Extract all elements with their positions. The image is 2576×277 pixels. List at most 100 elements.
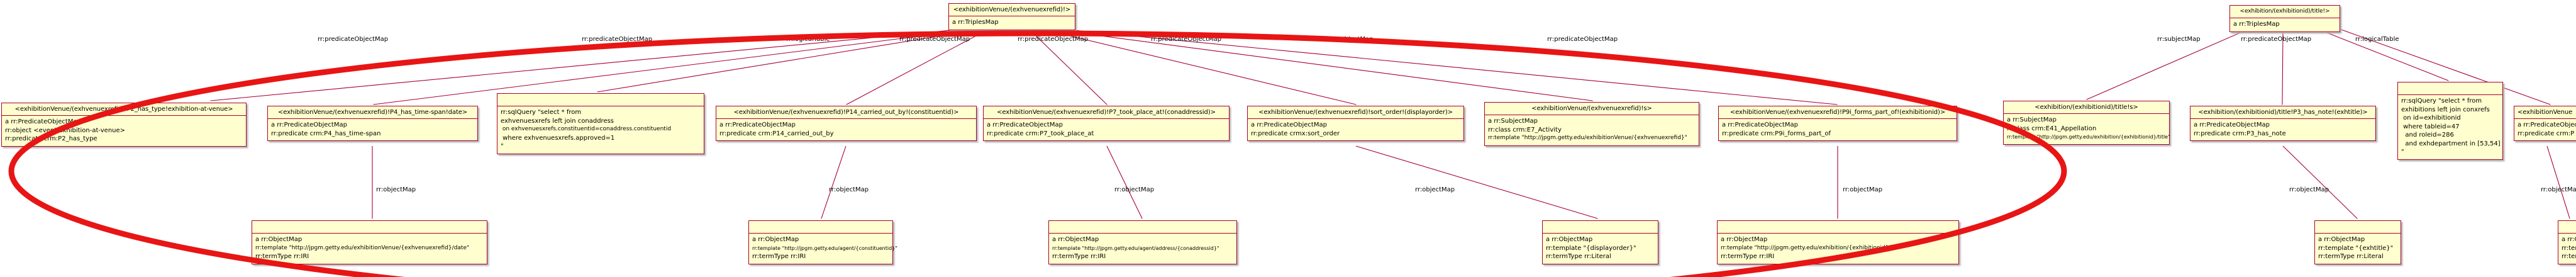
node-title: <exhibitionVenue/(exhvenuexrefid)!P14_ca… (716, 106, 976, 119)
edge-objectmap-address (1106, 145, 1142, 218)
node-line: rr:template "{exhtitle}" (2318, 244, 2394, 252)
edge-label-objectmap: rr:objectMap (2541, 186, 2576, 193)
edge-objectmap-exhtitle (2282, 145, 2357, 218)
node-line: rr:termType rr:Literal (2318, 253, 2384, 260)
node-line: rr:template "http://jpgm.getty.edu/exhib… (2007, 134, 2170, 140)
edge-label-objectmap: rr:objectMap (829, 186, 869, 193)
node-line: rr:termType rr:IRI (1721, 253, 1775, 260)
edge-label-objectmap: rr:objectMap (376, 186, 416, 193)
node-line: a rr:ObjectMap (1546, 236, 1593, 243)
edge-label-predicateobjectmap: rr:predicateObjectMap (1018, 36, 1089, 43)
edge-label-logicaltable: rr:logicalTable (2355, 36, 2399, 43)
node-objectmap-exhibition: a rr:ObjectMap rr:template "http://jpgm.… (1717, 220, 1959, 264)
node-line: a rr:PredicateObjectMap (271, 122, 347, 128)
node-line: " (2401, 149, 2404, 155)
node-line: a rr:TriplesMap (2233, 21, 2280, 28)
node-line: exhibitions left join conxrefs (2401, 106, 2490, 113)
node-title (2315, 221, 2401, 234)
node-line: rr:template "http://jpgm.getty.edu/exhib… (255, 244, 470, 251)
edge-label-subjectmap: rr:subjectMap (2157, 36, 2201, 43)
edge-label-subjectmap: rr:subjectMap (1330, 36, 1374, 43)
node-line: rr:predicate crm:P3_has_note (2194, 130, 2286, 137)
node-title (2558, 221, 2576, 234)
node-line: a rr:SubjectMap (2007, 116, 2057, 123)
node-line: a rr:TriplesMap (952, 19, 999, 26)
node-line: a rr:PredicateObjectMap (2194, 122, 2270, 128)
edge-label-predicateobjectmap: rr:predicateObjectMap (582, 36, 653, 43)
node-title (497, 94, 704, 106)
node-line: rr:termType rr:IRI (255, 253, 309, 260)
node-objectmap-agent: a rr:ObjectMap rr:template "http://jpgm.… (748, 220, 897, 264)
node-pom-p3-has-note: <exhibition/(exhibitionid)/title!P3_has_… (2190, 106, 2376, 141)
edge-label-logicaltable: rr:logicalTable (786, 36, 830, 43)
node-line: rr:template "http://jpgm.getty.edu/exhib… (1488, 135, 1687, 141)
node-line: and exhdepartment in [53,54] (2401, 140, 2501, 147)
node-line: " (501, 143, 504, 150)
edge-label-predicateobjectmap: rr:predicateObjectMap (1151, 36, 1222, 43)
node-title: <exhibition/(exhibitionid)/title!s> (2004, 101, 2169, 114)
node-title: <exhibitionVenue/(exhvenuexrefid)!sort_o… (1248, 106, 1463, 119)
edge-objectmap-agent (821, 145, 847, 218)
node-line: a rr:ObjectMap (255, 236, 303, 243)
node-objectmap-exhtitle: a rr:ObjectMap rr:template "{exhtitle}" … (2314, 220, 2401, 264)
node-pom-p9i-forms-part-of: <exhibitionVenue/(exhvenuexrefid)!P9i_fo… (1718, 106, 1957, 141)
node-line: rr:predicate crm:P9i_forms_part_of (1722, 130, 1831, 137)
node-line: a rr:ObjectMap (1721, 236, 1768, 243)
edge-predicateobjectmap-p3 (2282, 32, 2284, 105)
node-line: rr:template "http://jpgm.getty.edu/agent… (752, 245, 897, 251)
node-line: where tableid=47 (2401, 123, 2460, 130)
node-line: a rr:PredicateObjectMap (1251, 122, 1327, 128)
edge-label-predicateobjectmap: rr:predicateObjectMap (1547, 36, 1618, 43)
node-line: rr:predicate crm:P14_carried_out_by (719, 130, 834, 137)
node-line: rr:predicate crmx:sort_order (1251, 130, 1340, 137)
edge-objectmap-displayorder (1355, 145, 1597, 218)
node-logicaltable-exhvenuesxrefs: rr:sqlQuery "select * from exhvenuesxref… (497, 93, 704, 154)
node-title: <exhibitionVenue/(exhvenuexrefid)!s> (1485, 103, 1699, 115)
edge-label-objectmap: rr:objectMap (2289, 186, 2329, 193)
node-title: <exhibitionVenue/(exhvenuexrefid)!P9i_fo… (1719, 106, 1957, 119)
node-line: a rr:PredicateObjectMap (5, 118, 81, 125)
node-line: rr:termType rr:IRI (752, 253, 806, 260)
node-line: rr:template "{displayorder}" (1546, 244, 1636, 252)
node-line: rr:class crm:E41_Appellation (2007, 125, 2097, 132)
node-line: rr:termType rr:Literal (1546, 253, 1611, 260)
node-line: rr:predicate crm:P (2518, 130, 2575, 137)
node-line: rr:termType (2562, 253, 2576, 260)
node-line: a rr:ObjectMap (2562, 236, 2576, 243)
node-pom-p14-carried-out-by: <exhibitionVenue/(exhvenuexrefid)!P14_ca… (716, 106, 977, 141)
edge-label-objectmap: rr:objectMap (1114, 186, 1155, 193)
node-line: rr:sqlQuery "select * from (501, 109, 582, 116)
node-line: a rr:PredicateObjectMap (719, 122, 796, 128)
node-title: <exhibition/(exhibitionid)/title!P3_has_… (2190, 106, 2375, 119)
node-title: <exhibition/(exhibitionid)/title!> (2230, 6, 2340, 18)
edge-label-objectmap: rr:objectMap (1843, 186, 1883, 193)
node-title: <exhibitionVenue/(exhvenuexrefid)!P2_has… (2, 103, 246, 116)
node-objectmap-date: a rr:ObjectMap rr:template "http://jpgm.… (252, 220, 487, 264)
node-title: <exhibitionVenue/(exhvenuexrefid)!> (949, 4, 1075, 16)
node-line: rr:predicate crm:P4_has_time-span (271, 130, 381, 137)
node-line: a rr:PredicateObjectMap (2518, 122, 2576, 128)
node-line: a rr:SubjectMap (1488, 118, 1538, 125)
node-subjectmap-exhibition-title: <exhibition/(exhibitionid)/title!s> a rr… (2003, 101, 2170, 145)
node-title (2398, 82, 2502, 95)
node-pom-p7-took-place-at: <exhibitionVenue/(exhvenuexrefid)!P7_too… (983, 106, 1230, 141)
node-subjectmap-exhibitionvenue: <exhibitionVenue/(exhvenuexrefid)!s> a r… (1484, 102, 1699, 146)
node-line: exhvenuesxrefs left join conaddress (501, 117, 614, 125)
node-line: where exhvenuesxrefs.approved=1 (501, 134, 615, 142)
node-pom-sort-order: <exhibitionVenue/(exhvenuexrefid)!sort_o… (1247, 106, 1464, 141)
edge-label-predicateobjectmap: rr:predicateObjectMap (899, 36, 970, 43)
edge-objectmap-cut (2546, 145, 2570, 218)
node-objectmap-displayorder: a rr:ObjectMap rr:template "{displayorde… (1542, 220, 1658, 264)
node-pom-p4-has-time-span: <exhibitionVenue/(exhvenuexrefid)!P4_has… (267, 106, 478, 141)
node-line: rr:class crm:E7_Activity (1488, 126, 1562, 133)
node-line: a rr:PredicateObjectMap (1722, 122, 1798, 128)
node-title (749, 221, 892, 234)
node-pom-p2-has-type: <exhibitionVenue/(exhvenuexrefid)!P2_has… (1, 103, 247, 147)
node-triplesmap-exhibition-title: <exhibition/(exhibitionid)/title!> a rr:… (2229, 5, 2340, 32)
node-title (1049, 221, 1236, 234)
node-objectmap-agent-address: a rr:ObjectMap rr:template "http://jpgm.… (1048, 220, 1237, 264)
node-line: on exhvenuesxrefs.constituentid=conaddre… (501, 126, 672, 132)
edge-label-predicateobjectmap: rr:predicateObjectMap (318, 36, 389, 43)
node-line: a rr:ObjectMap (2318, 236, 2365, 243)
